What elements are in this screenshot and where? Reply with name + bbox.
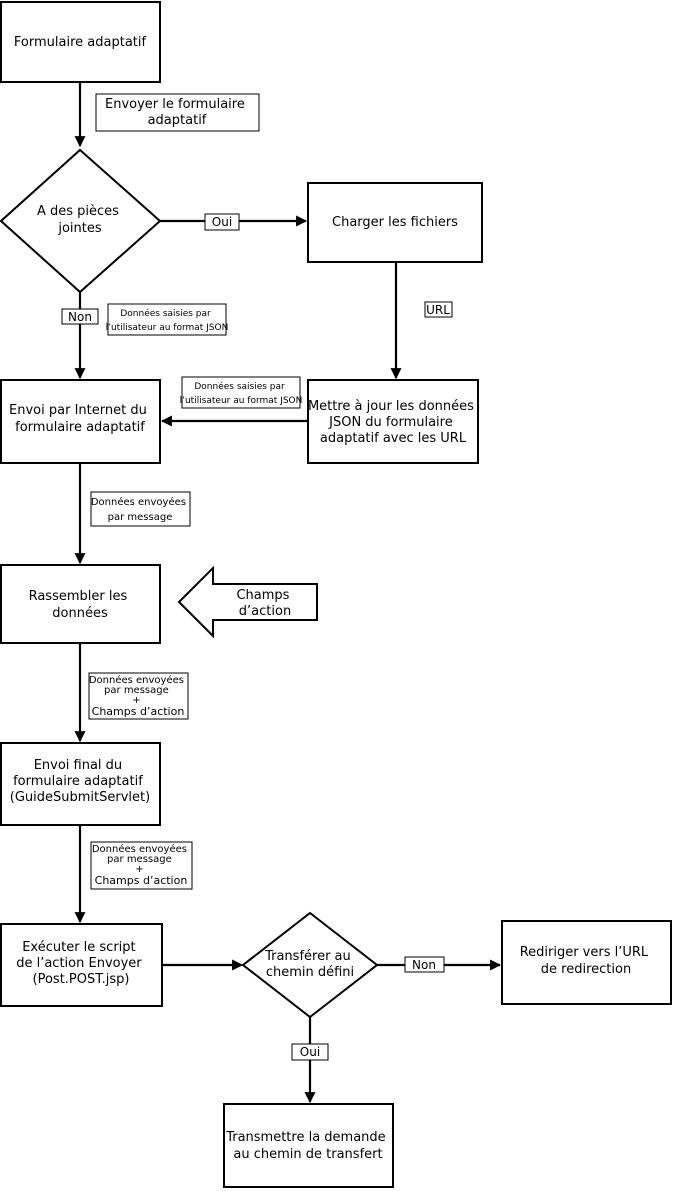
label-oui-2: Oui (291, 1043, 329, 1061)
label-url: URL (424, 301, 453, 318)
label-json-2: Données saisies par l’utilisateur au for… (180, 376, 303, 409)
decision-pieces-jointes-text: A des pièces jointes (37, 204, 123, 236)
label-url-text: URL (426, 303, 450, 317)
node-transmettre: Transmettre la demande au chemin de tran… (223, 1103, 394, 1188)
label-envoyer-formulaire-text: Envoyer le formulaire adaptatif (105, 97, 249, 128)
label-envoyer-formulaire: Envoyer le formulaire adaptatif (95, 93, 260, 132)
label-non-2-text: Non (412, 958, 436, 972)
label-oui-1: Oui (204, 213, 240, 231)
decision-transferer: Transférer au chemin défini (241, 911, 379, 1019)
label-oui-2-text: Oui (300, 1045, 320, 1059)
node-rassembler-donnees-text: Rassembler les données (29, 589, 132, 621)
node-envoi-internet-text: Envoi par Internet du formulaire adaptat… (9, 403, 151, 435)
label-message-1-text: Données envoyées par message (91, 496, 189, 523)
label-message-3: Données envoyées par message + Champs d’… (90, 841, 193, 890)
node-champs-action-text: Champs d’action (236, 588, 293, 619)
label-non-1-text: Non (68, 310, 92, 324)
label-json-1: Données saisies par l’utilisateur au for… (106, 303, 229, 336)
node-mettre-a-jour-text: Mettre à jour les données JSON du formul… (308, 399, 478, 446)
label-message-2: Données envoyées par message + Champs d’… (88, 672, 189, 720)
node-champs-action: Champs d’action (177, 565, 318, 639)
label-message-2-text: Données envoyées par message + Champs d’… (89, 674, 187, 718)
node-executer-script-text: Exécuter le script de l’action Envoyer (… (16, 940, 146, 987)
label-non-1: Non (61, 308, 99, 325)
node-rediriger-text: Rediriger vers l’URL de redirection (520, 945, 653, 977)
label-non-2: Non (404, 956, 445, 973)
node-charger-fichiers: Charger les fichiers (307, 182, 483, 263)
node-rediriger: Rediriger vers l’URL de redirection (501, 920, 672, 1005)
decision-transferer-text: Transférer au chemin défini (264, 949, 355, 980)
node-executer-script: Exécuter le script de l’action Envoyer (… (0, 923, 163, 1007)
label-message-1: Données envoyées par message (90, 491, 191, 527)
node-mettre-a-jour: Mettre à jour les données JSON du formul… (307, 379, 479, 464)
label-json-1-text: Données saisies par l’utilisateur au for… (106, 308, 229, 333)
node-formulaire-adaptatif-text: Formulaire adaptatif (14, 35, 147, 50)
node-charger-fichiers-text: Charger les fichiers (332, 215, 458, 230)
node-envoi-final: Envoi final du formulaire adaptatif (Gui… (0, 742, 161, 826)
label-json-2-text: Données saisies par l’utilisateur au for… (180, 381, 303, 406)
node-formulaire-adaptatif: Formulaire adaptatif (0, 1, 161, 83)
label-message-3-text: Données envoyées par message + Champs d’… (92, 843, 190, 887)
edges (74, 82, 502, 1104)
node-envoi-final-text: Envoi final du formulaire adaptatif (Gui… (10, 758, 150, 805)
node-rassembler-donnees: Rassembler les données (0, 564, 161, 644)
node-transmettre-text: Transmettre la demande au chemin de tran… (225, 1130, 390, 1162)
node-envoi-internet: Envoi par Internet du formulaire adaptat… (0, 379, 161, 464)
edge-labels: Envoyer le formulaire adaptatif Oui Non … (61, 93, 453, 1061)
label-oui-1-text: Oui (212, 215, 232, 229)
decision-pieces-jointes: A des pièces jointes (0, 148, 162, 294)
